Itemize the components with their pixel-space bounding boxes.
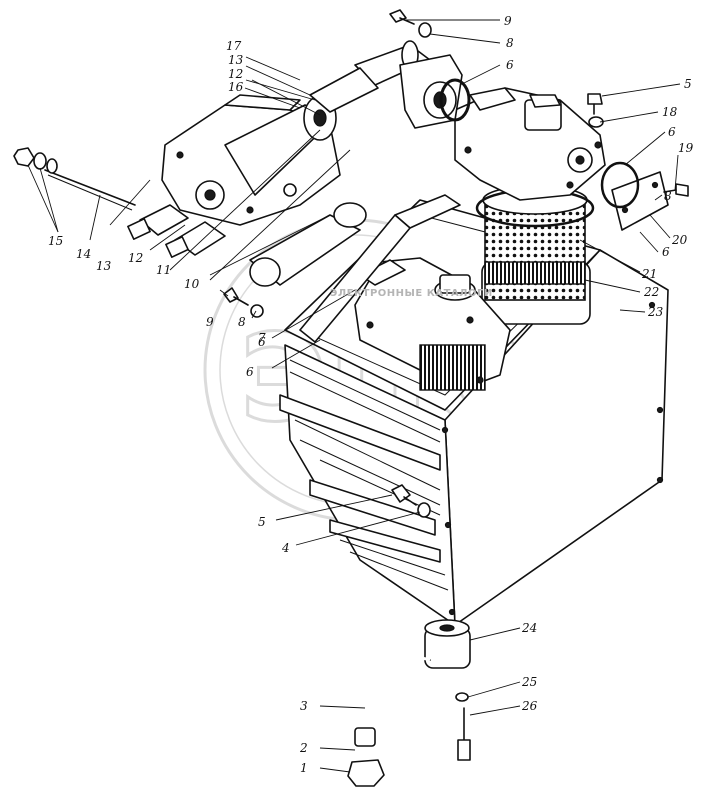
callout-12-upper: 12 [228, 67, 243, 81]
callout-2: 2 [299, 741, 308, 755]
callout-6-left: 6 [246, 365, 254, 379]
filter-cover-housing [454, 87, 606, 201]
callout-13-lower: 13 [96, 259, 112, 273]
callout-3: 3 [300, 699, 308, 713]
bolt-top-9 [389, 9, 432, 38]
callout-5-side: 5 [258, 515, 266, 529]
callout-11: 11 [156, 263, 171, 277]
washer-25 [455, 692, 469, 702]
callout-10: 10 [184, 277, 200, 291]
drain-pipe [363, 655, 431, 731]
bolt-5-top [587, 93, 604, 128]
callout-6-right: 6 [668, 125, 676, 139]
callout-25: 25 [521, 675, 537, 689]
tank-top-cover [354, 257, 511, 391]
callout-4: 4 [281, 541, 290, 555]
washers-nuts [13, 147, 58, 174]
callout-16: 16 [228, 80, 244, 94]
drain-fitting [424, 619, 471, 669]
leader-lines [27, 19, 681, 773]
callout-17: 17 [226, 39, 242, 53]
bolt-5-side [391, 484, 431, 518]
callout-14: 14 [76, 247, 91, 261]
callout-1: 1 [300, 761, 308, 775]
gasket-ring [600, 161, 640, 209]
pressure-fitting-upper [127, 204, 189, 240]
callout-18: 18 [662, 105, 678, 119]
pipe-lower [249, 202, 367, 287]
callout-5-top: 5 [684, 77, 692, 91]
callout-23: 23 [647, 305, 664, 319]
filter-element [475, 185, 595, 325]
hydraulic-tank [279, 199, 669, 626]
callout-12-lower: 12 [128, 251, 143, 265]
bolt-19 [663, 183, 689, 197]
o-ring-upper [439, 78, 471, 122]
callout-8-right: 8 [664, 189, 672, 203]
callout-7: 7 [258, 331, 266, 345]
callout-24: 24 [521, 621, 537, 635]
callout-8-mid: 8 [238, 315, 246, 329]
callout-13-upper: 13 [228, 53, 244, 67]
callout-21: 21 [641, 267, 657, 281]
long-bolt [44, 169, 136, 211]
callout-labels: 1 2 3 4 5 5 6 6 6 6 6 7 8 8 8 9 9 10 11 … [48, 14, 694, 775]
callout-8-top: 8 [506, 36, 514, 50]
union-nut [347, 759, 385, 787]
tank-top-rail [299, 194, 461, 343]
callout-19: 19 [678, 141, 694, 155]
bolt-26 [457, 707, 471, 761]
callout-9-top: 9 [504, 14, 512, 28]
callout-6-upper: 6 [506, 58, 514, 72]
flange-upper [399, 54, 463, 129]
callout-26: 26 [521, 699, 538, 713]
pipe-nipple [354, 727, 376, 747]
callout-20: 20 [671, 233, 688, 247]
callout-22: 22 [643, 285, 659, 299]
cover-plate [611, 171, 669, 231]
callout-15: 15 [48, 234, 63, 248]
callout-9-mid: 9 [206, 315, 214, 329]
callout-6-ring: 6 [662, 245, 670, 259]
watermark-text: ЭЛЕКТРОННЫЕ КАТАЛОГИ [330, 288, 493, 299]
callout-6-mid: 6 [258, 335, 266, 349]
